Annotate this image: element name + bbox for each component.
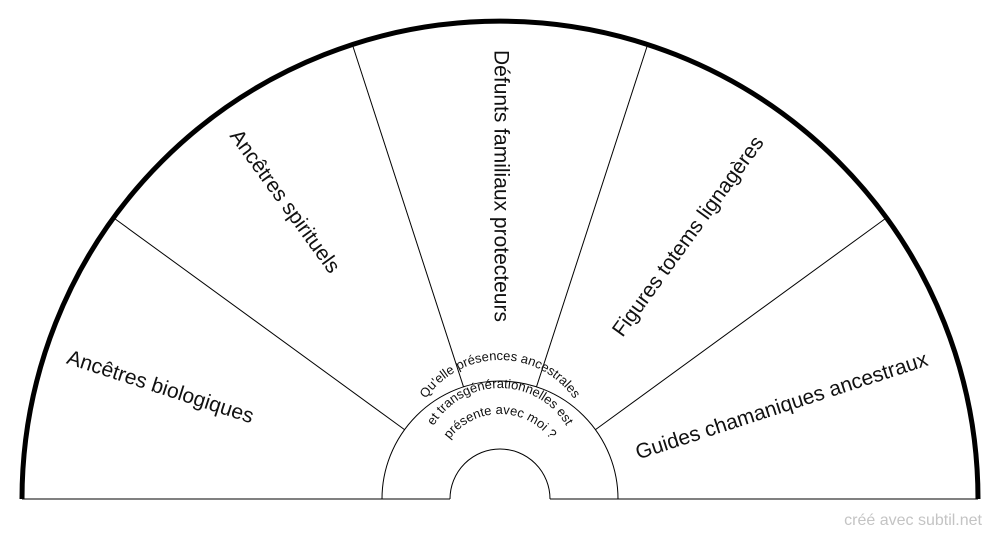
divider-line-3	[536, 44, 649, 387]
center-question-line-3: présente avec moi ?	[440, 402, 560, 441]
center-question-line-2-path: et transgénérationnelles est	[423, 376, 576, 428]
divider-line-1	[113, 217, 405, 431]
sector-label-4: Figures totems lignagères	[608, 132, 769, 341]
center-outer-arc	[381, 380, 619, 500]
divider-line-2	[351, 44, 464, 387]
credit-text: créé avec subtil.net	[844, 512, 982, 529]
center-inner-arc	[449, 448, 551, 500]
center-question-line-2: et transgénérationnelles est	[423, 376, 576, 428]
sector-label-3: Défunts familiaux protecteurs	[489, 50, 512, 322]
center-question-line-3-path: présente avec moi ?	[440, 402, 560, 441]
center-question-line-1-path: Qu'elle présences ancestrales	[416, 348, 584, 401]
divider-line-4	[595, 217, 887, 431]
center-question-line-1: Qu'elle présences ancestrales	[416, 348, 584, 401]
sector-label-5: Guides chamaniques ancestraux	[633, 348, 931, 465]
sector-label-2: Ancêtres spirituels	[225, 125, 344, 277]
sector-label-1: Ancêtres biologiques	[64, 346, 257, 428]
outer-arc	[19, 18, 981, 500]
